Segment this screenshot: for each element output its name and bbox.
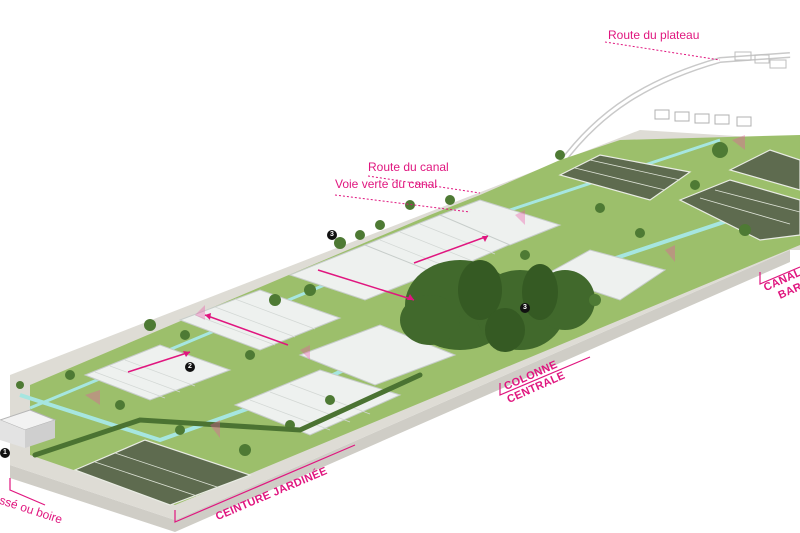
marker-3-top: 3 xyxy=(327,230,337,240)
marker-2: 2 xyxy=(185,362,195,372)
marker-3-forest: 3 xyxy=(520,303,530,313)
voie-verte-label: Voie verte du canal xyxy=(335,177,438,191)
route-canal-label: Route du canal xyxy=(368,160,449,174)
leader-lines xyxy=(334,41,721,213)
section-brackets xyxy=(9,266,800,523)
route-plateau-label: Route du plateau xyxy=(608,28,700,42)
dimension-arrows xyxy=(127,235,489,373)
village-sketch xyxy=(734,51,787,69)
greenhouses xyxy=(83,199,667,436)
marker-1: 1 xyxy=(0,448,10,458)
crop-fields xyxy=(73,149,800,506)
houses xyxy=(654,109,752,127)
farm-building xyxy=(0,409,57,448)
hedge-trees xyxy=(16,142,751,456)
view-cones xyxy=(85,135,745,438)
